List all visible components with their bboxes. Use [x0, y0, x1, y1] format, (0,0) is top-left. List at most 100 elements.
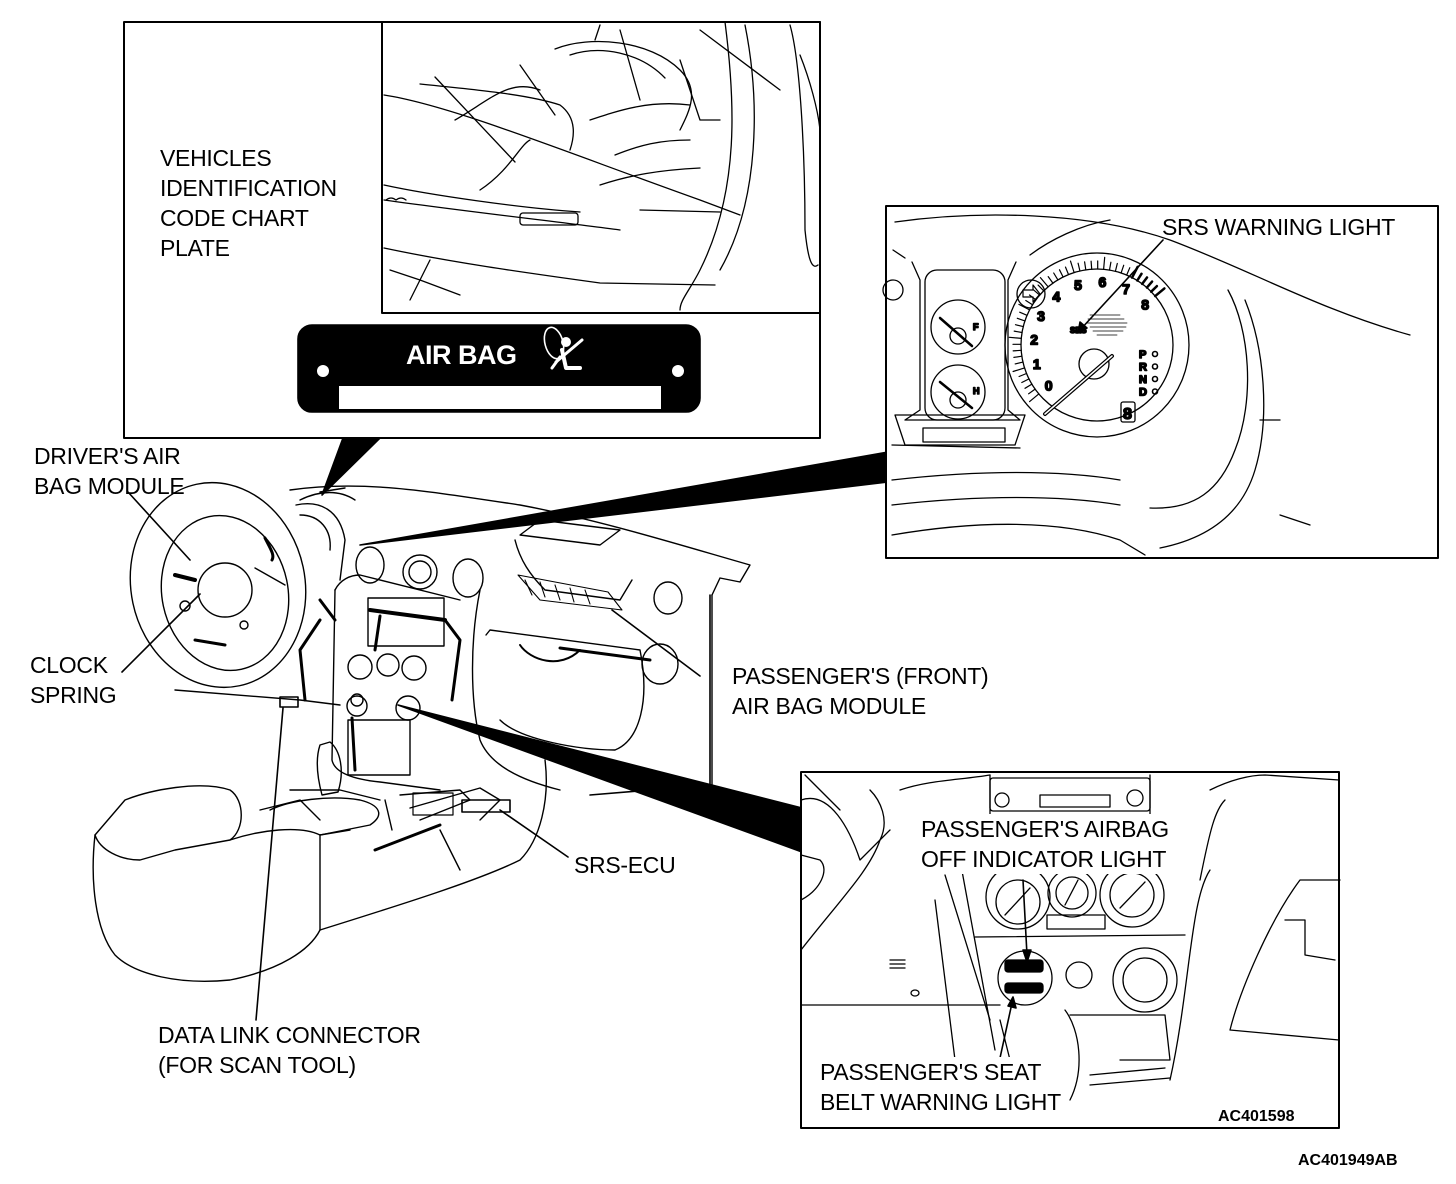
tachometer-number: 0 [1045, 378, 1053, 394]
leader-passenger-front-air-bag [611, 609, 701, 677]
plate-label-air-bag: AIR BAG [406, 340, 517, 370]
label-data-link-connector-line-1: DATA LINK CONNECTOR [158, 1022, 421, 1048]
passenger-air-bag-module [517, 574, 623, 611]
tachometer-tick [1145, 280, 1154, 289]
tachometer-tick [1012, 367, 1026, 373]
temp-hot-mark: H [973, 386, 980, 396]
label-vin-plate-line-1: VEHICLES [160, 145, 272, 171]
fuel-gauge [930, 299, 986, 355]
tachometer-tick [1012, 349, 1022, 352]
label-clock-spring: CLOCK SPRING [30, 650, 117, 710]
tachometer-number: 2 [1030, 332, 1038, 348]
steering-wheel [129, 481, 307, 689]
inset-code: AC401598 [1218, 1108, 1295, 1125]
plate-mount-hole-right [672, 365, 684, 377]
leader-passenger-airbag-off [1022, 879, 1028, 956]
tachometer-outer-ring [1004, 252, 1190, 438]
dashboard-illustration [92, 481, 751, 982]
callout-wedge-center-panel [397, 704, 803, 853]
gear-position-lamp [1151, 388, 1159, 395]
drivers-air-bag-module [197, 562, 253, 618]
label-drivers-air-bag-module: DRIVER'S AIR BAG MODULE [34, 441, 185, 501]
tachometer-tick [1019, 311, 1028, 316]
tachometer-tick [1028, 393, 1040, 403]
gear-position-lamp [1151, 350, 1159, 358]
tachometer-tick [1027, 388, 1036, 395]
tachometer-tick [1108, 261, 1112, 271]
tachometer-tick [1008, 336, 1022, 339]
tachometer-tick [1024, 383, 1033, 389]
leader-passenger-seat-belt [999, 1002, 1013, 1059]
label-clock-spring-line-1: CLOCK [30, 652, 108, 678]
tachometer-tick [1025, 299, 1034, 306]
leader-srs-warning-light [1079, 239, 1164, 331]
label-passenger-front-air-bag-line-1: PASSENGER'S (FRONT) [732, 663, 989, 689]
leader-drivers-air-bag [127, 491, 191, 561]
tachometer [1020, 268, 1174, 422]
interior-sketch [383, 21, 821, 311]
tachometer-tick [1018, 303, 1031, 311]
label-vin-plate-line-3: CODE CHART [160, 205, 309, 231]
tachometer-number: 3 [1037, 308, 1045, 324]
label-data-link-connector-line-2: (FOR SCAN TOOL) [158, 1052, 356, 1078]
tachometer-tick [1077, 262, 1081, 272]
tachometer-tick [1149, 284, 1159, 293]
label-passenger-airbag-off-line-2: OFF INDICATOR LIGHT [921, 846, 1167, 872]
airbag-occupant-icon [543, 326, 584, 370]
label-srs-warning-light-line-1: SRS WARNING LIGHT [1162, 214, 1396, 240]
leader-clock-spring [121, 593, 201, 673]
gear-position-lamp [1151, 363, 1159, 370]
tachometer-tick [1013, 355, 1023, 358]
label-passenger-seat-belt-line-1: PASSENGER'S SEAT [820, 1059, 1042, 1085]
label-data-link-connector: DATA LINK CONNECTOR (FOR SCAN TOOL) [158, 1020, 421, 1080]
label-drivers-air-bag-line-2: BAG MODULE [34, 473, 185, 499]
tachometer-tick [1047, 276, 1054, 284]
label-srs-ecu: SRS-ECU [574, 850, 676, 880]
tachometer-number: 8 [1141, 297, 1149, 313]
tachometer-tick [1053, 272, 1059, 281]
tachometer-tick [1014, 324, 1024, 328]
gear-position-p: P [1139, 349, 1146, 361]
tachometer-tick [1140, 276, 1149, 286]
label-clock-spring-line-2: SPRING [30, 682, 117, 708]
gear-position-n: N [1139, 374, 1147, 386]
airbag-identification-plate [297, 324, 701, 413]
tachometer-tick [1013, 330, 1023, 334]
label-vin-plate-line-2: IDENTIFICATION [160, 175, 337, 201]
label-passenger-airbag-off-line-1: PASSENGER'S AIRBAG [921, 816, 1169, 842]
tachometer-tick [1018, 372, 1028, 378]
figure-code: AC401949AB [1298, 1152, 1398, 1169]
tachometer-tick [1058, 269, 1064, 278]
tachometer-number: 6 [1099, 274, 1107, 290]
label-passenger-seat-belt-warning: PASSENGER'S SEAT BELT WARNING LIGHT [820, 1057, 1061, 1117]
label-srs-warning-light: SRS WARNING LIGHT [1162, 212, 1395, 242]
label-passenger-airbag-off-indicator: PASSENGER'S AIRBAG OFF INDICATOR LIGHT [921, 814, 1169, 874]
tachometer-number: 1 [1033, 356, 1041, 372]
tachometer-tick [1153, 287, 1166, 298]
tachometer-tick [1032, 289, 1041, 296]
data-link-connector [279, 696, 299, 708]
tachometer-tick [1102, 256, 1106, 270]
tachometer-tick [1083, 261, 1087, 271]
label-passenger-front-air-bag-line-2: AIR BAG MODULE [732, 693, 926, 719]
tachometer-tick [1136, 272, 1143, 282]
gear-digital-indicator: 8 [1123, 406, 1132, 423]
plate-code-blank [339, 386, 661, 409]
tachometer-tick [1114, 262, 1118, 272]
callout-wedge-srs-warning-light [359, 451, 889, 546]
tachometer-tick [1120, 264, 1125, 274]
fuel-full-mark: F [973, 322, 979, 332]
tachometer-tick [1021, 378, 1030, 384]
tachometer-tick [1014, 361, 1024, 365]
tachometer-tick [1064, 266, 1070, 276]
label-vin-plate: VEHICLES IDENTIFICATION CODE CHART PLATE [160, 143, 337, 263]
tachometer-number: 4 [1053, 289, 1061, 305]
label-passenger-front-air-bag-module: PASSENGER'S (FRONT) AIR BAG MODULE [732, 661, 989, 721]
label-vin-plate-line-4: PLATE [160, 235, 230, 261]
tachometer-number: 5 [1074, 277, 1082, 293]
temperature-gauge [930, 364, 986, 420]
gear-position-d: D [1139, 387, 1147, 399]
